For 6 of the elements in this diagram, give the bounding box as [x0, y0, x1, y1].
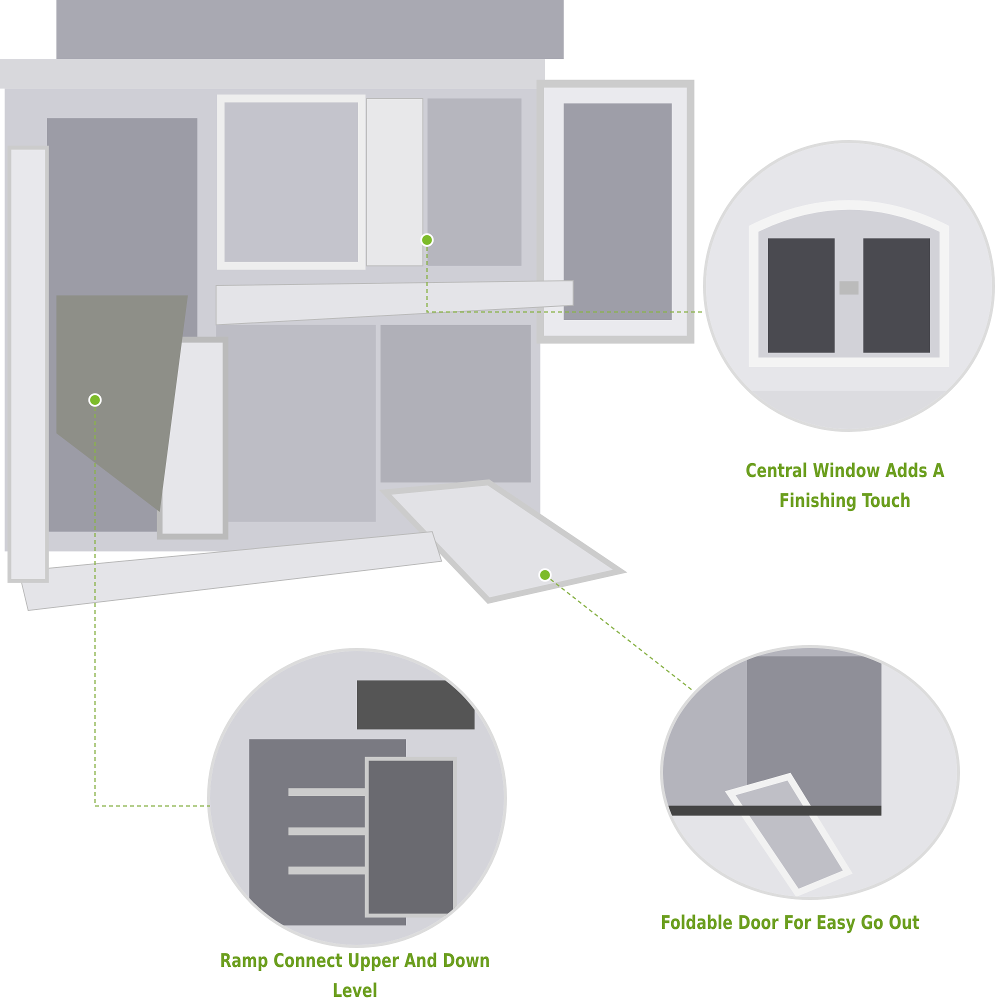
- callout-caption: Central Window Adds A Finishing Touch: [744, 459, 946, 514]
- leader-line: [88, 393, 210, 807]
- callout-caption: Foldable Door For Easy Go Out: [660, 911, 920, 936]
- leader-line: [420, 233, 705, 313]
- callout-caption: Ramp Connect Upper And Down Level: [218, 949, 492, 1000]
- leader-line: [538, 568, 692, 691]
